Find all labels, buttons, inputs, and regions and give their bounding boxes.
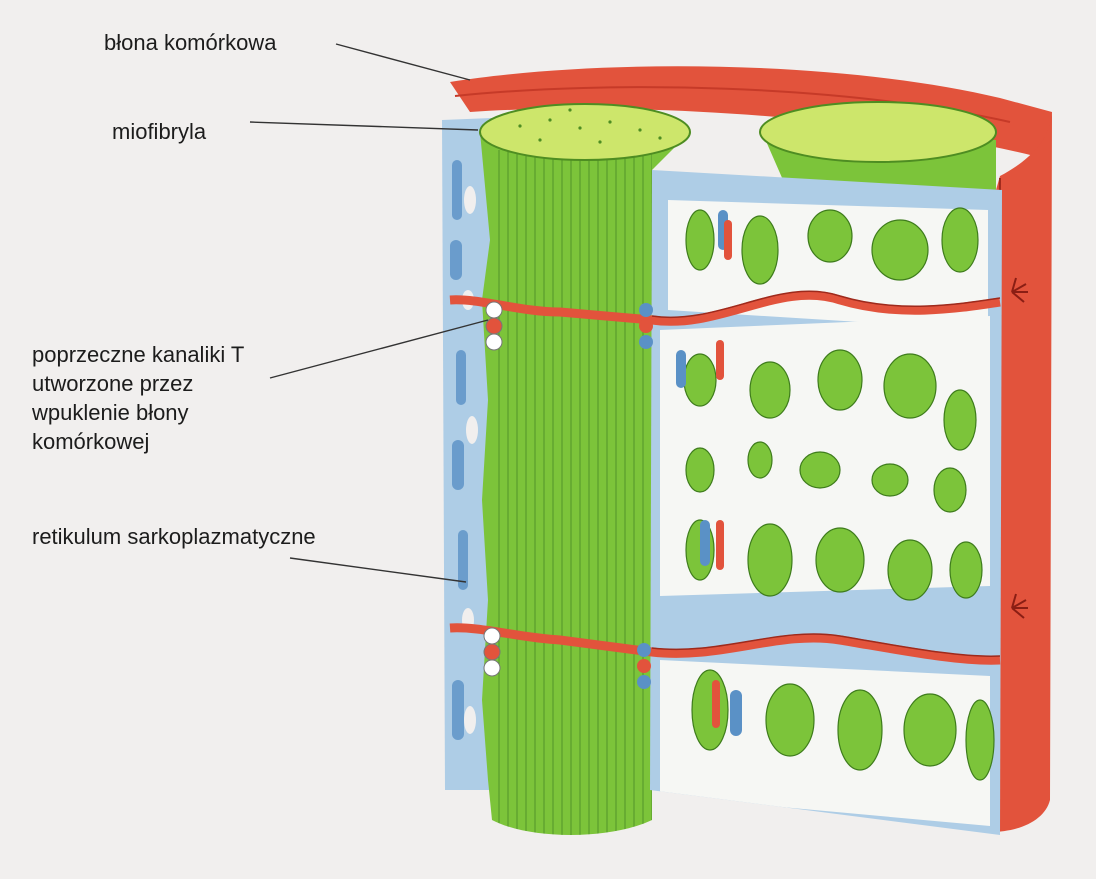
label-t-tubules: poprzeczne kanaliki T utworzone przez wp… <box>32 340 244 456</box>
t-tubule-lower <box>449 623 1001 665</box>
triad-upper <box>485 301 653 351</box>
t-tubule-upper <box>449 290 1001 326</box>
leader-line-membrane <box>335 43 471 81</box>
leader-line-t-tubules <box>269 319 489 379</box>
label-t-tubules-line-4: komórkowej <box>32 429 150 454</box>
label-sarcoplasmic-reticulum: retikulum sarkoplazmatyczne <box>32 524 316 549</box>
cell-membrane-side <box>990 112 1052 832</box>
myofibril-cross-section <box>479 103 691 161</box>
label-myofibril: miofibryla <box>112 119 207 144</box>
label-cell-membrane: błona komórkowa <box>104 30 277 55</box>
label-t-tubules-line-3: wpuklenie błony <box>32 400 189 425</box>
leader-line-reticulum <box>289 557 467 583</box>
label-t-tubules-line-2: utworzone przez <box>32 371 194 396</box>
leader-line-myofibril <box>249 121 479 131</box>
triad-lower <box>483 627 651 689</box>
myofibril-second-cross-section <box>759 101 997 163</box>
sarcoplasmic-reticulum-left <box>442 118 492 790</box>
label-t-tubules-line-1: poprzeczne kanaliki T <box>32 342 245 367</box>
cell-membrane-top <box>450 66 1052 160</box>
t-tubule-opening <box>1011 277 1028 619</box>
